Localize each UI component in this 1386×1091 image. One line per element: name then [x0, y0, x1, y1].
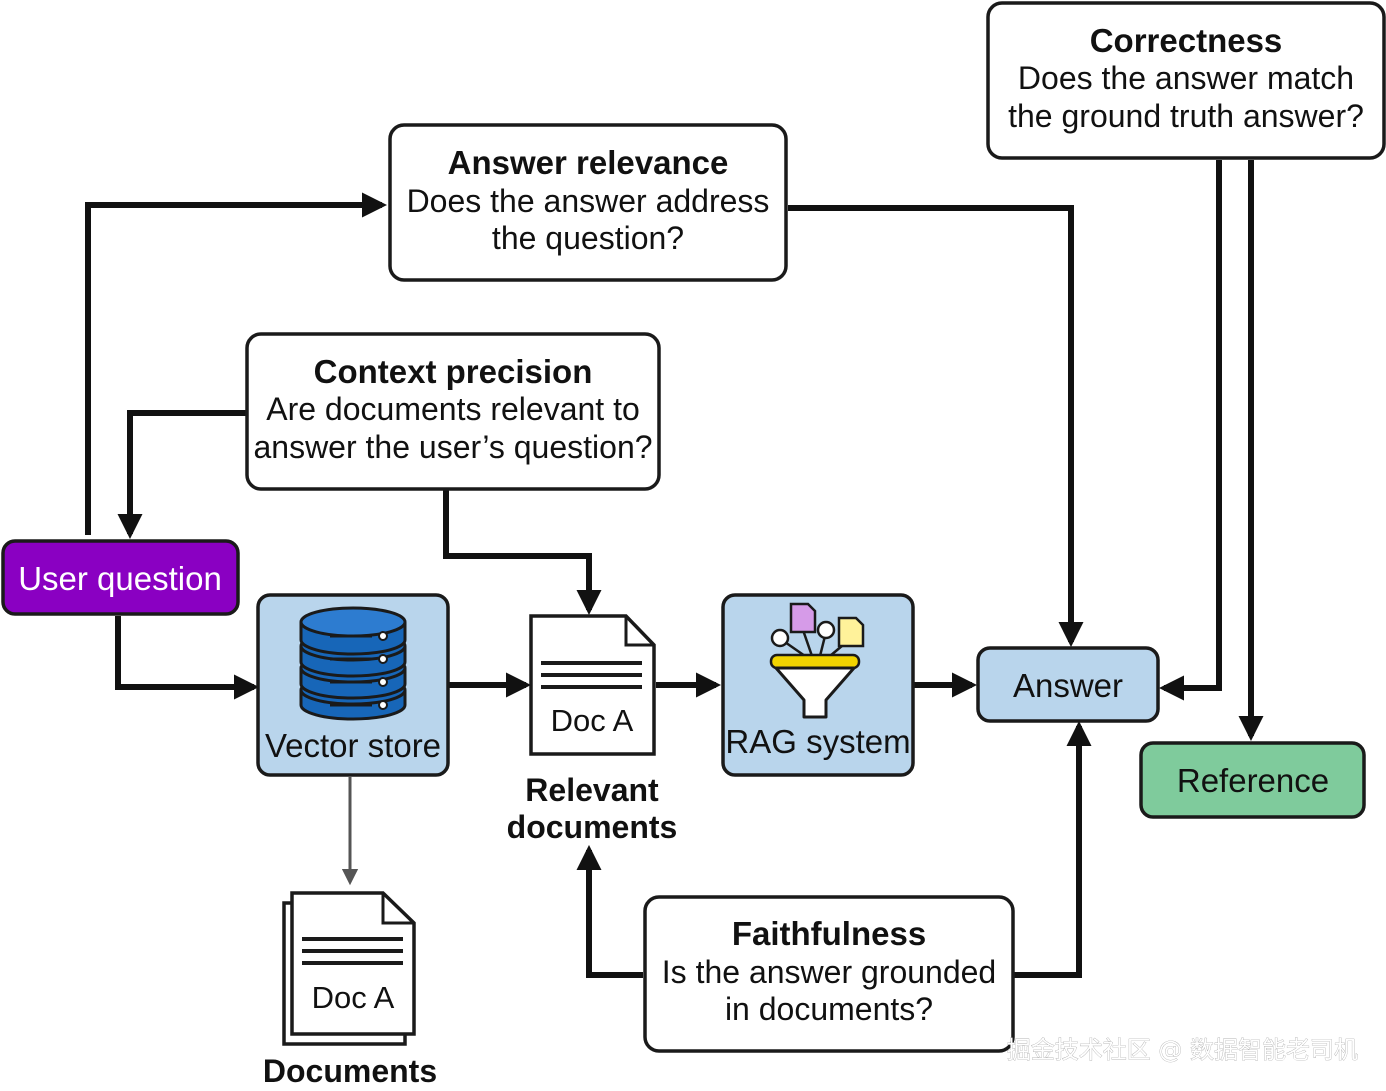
context-precision-line-2: answer the user’s question?	[253, 429, 652, 465]
relevant-caption-2: documents	[507, 809, 678, 845]
faithfulness-line-1: Is the answer grounded	[662, 954, 996, 990]
arrow-correctness-to-answer	[1158, 160, 1222, 701]
context-precision-line-1: Are documents relevant to	[266, 391, 640, 427]
correctness-line-2: the ground truth answer?	[1008, 98, 1364, 134]
answer-relevance-line-2: the question?	[492, 220, 684, 256]
context-precision-title: Context precision	[314, 353, 593, 390]
answer-relevance-title: Answer relevance	[448, 144, 729, 181]
answer-node: Answer	[976, 646, 1160, 723]
rag-system-node: RAG system	[721, 593, 915, 777]
faithfulness-line-2: in documents?	[725, 991, 933, 1027]
user-question-label: User question	[18, 560, 222, 597]
reference-node: Reference	[1139, 741, 1366, 819]
arrow-faithfulness-to-answer	[1014, 720, 1092, 978]
connectors	[85, 160, 1264, 978]
context-precision-box: Context precision Are documents relevant…	[245, 332, 661, 491]
funnel-icon	[769, 602, 865, 719]
answer-relevance-line-1: Does the answer address	[407, 183, 770, 219]
documents-doc-label: Doc A	[312, 980, 395, 1015]
arrow-faithfulness-to-documents	[576, 844, 643, 978]
relevant-doc-label: Doc A	[551, 703, 634, 738]
faithfulness-box: Faithfulness Is the answer grounded in d…	[643, 895, 1015, 1053]
user-question-node: User question	[1, 539, 240, 616]
faithfulness-title: Faithfulness	[732, 915, 926, 952]
correctness-line-1: Does the answer match	[1018, 60, 1354, 96]
watermark: 掘金技术社区 @ 数据智能老司机	[1007, 1036, 1358, 1064]
answer-label: Answer	[1013, 667, 1123, 704]
relevant-caption-1: Relevant	[525, 772, 659, 808]
documents-caption: Documents	[263, 1053, 437, 1089]
arrow-question-to-answer-relevance	[85, 192, 388, 535]
arrow-context-precision-to-question	[117, 410, 247, 540]
reference-label: Reference	[1177, 762, 1329, 799]
correctness-box: Correctness Does the answer match the gr…	[986, 1, 1386, 160]
arrow-answer-relevance-to-answer	[788, 205, 1084, 648]
relevant-document: Doc A Relevant documents	[507, 614, 678, 845]
correctness-title: Correctness	[1090, 22, 1283, 59]
documents-stack: Doc A Documents	[263, 891, 437, 1089]
rag-system-label: RAG system	[725, 723, 910, 760]
vector-store-node: Vector store	[256, 593, 450, 777]
arrow-question-to-vector-store	[115, 616, 260, 700]
answer-relevance-box: Answer relevance Does the answer address…	[388, 123, 788, 282]
arrow-context-precision-to-doc	[443, 490, 602, 616]
database-icon	[299, 606, 407, 721]
vector-store-label: Vector store	[265, 727, 441, 764]
